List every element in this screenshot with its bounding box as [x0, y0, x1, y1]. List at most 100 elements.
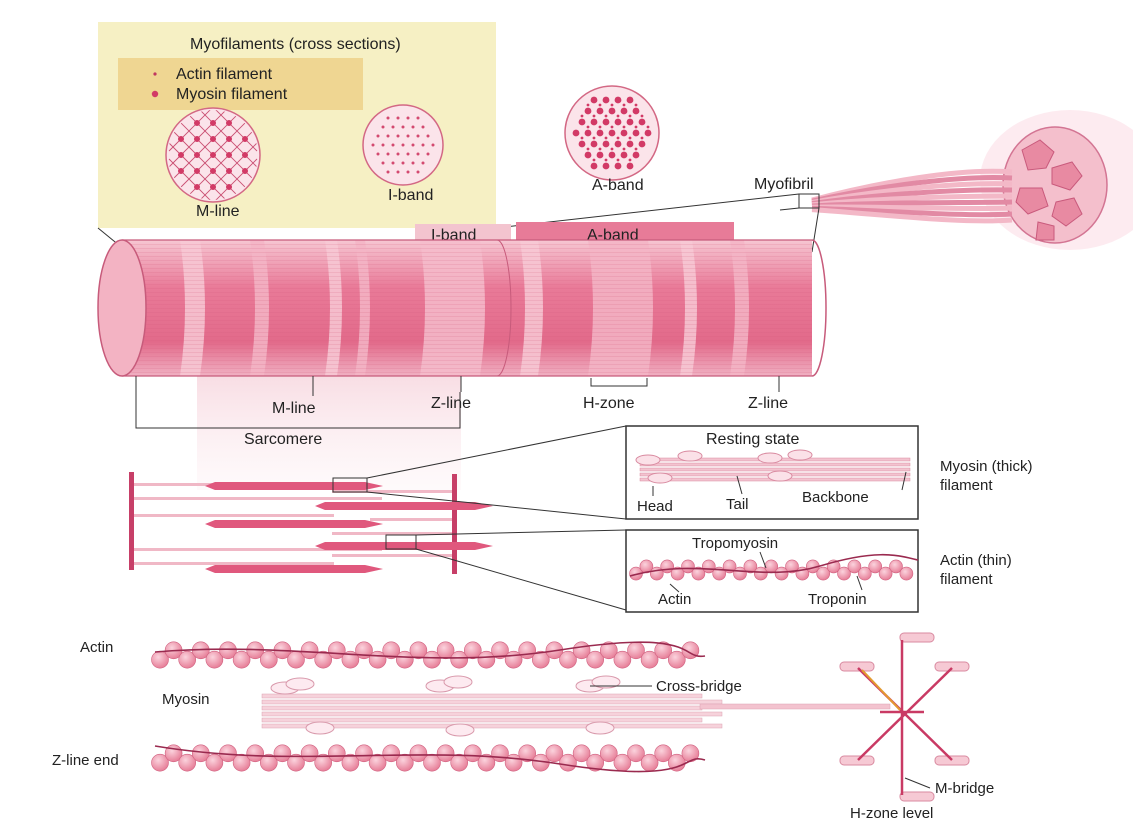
- myofibril-label: Myofibril: [754, 176, 814, 193]
- myosin-head: [788, 450, 812, 460]
- myosin-dot: [178, 152, 184, 158]
- actin-dot: [397, 153, 400, 156]
- actin-dot: [377, 135, 380, 138]
- actin-dot: [605, 115, 608, 118]
- actin-dot: [387, 153, 390, 156]
- myosin-dot: [585, 108, 592, 115]
- resting-state-panel: Resting state Head Tail Backbone: [626, 426, 918, 519]
- actin-dot: [611, 148, 614, 151]
- thick-filament: [205, 565, 383, 573]
- actin-dot: [417, 171, 420, 174]
- actin-dot: [617, 159, 620, 162]
- myosin-dot: [585, 130, 592, 137]
- myosin-dot: [226, 136, 232, 142]
- actin-dot: [387, 171, 390, 174]
- h-zone-level-label: H-zone level: [850, 805, 933, 822]
- myosin-dot: [603, 97, 610, 104]
- z-line-left-label: Z-line: [431, 395, 471, 412]
- myosin-dot: [591, 97, 598, 104]
- resting-state-title: Resting state: [706, 431, 799, 448]
- m-bridge-cap: [900, 792, 934, 801]
- myosin-rod: [262, 712, 722, 716]
- thick-filament: [315, 502, 493, 510]
- actin-dot: [417, 153, 420, 156]
- filament-detail-view: [152, 633, 970, 801]
- myosin-dot: [210, 184, 216, 190]
- myosin-dot: [226, 120, 232, 126]
- m-bridge-cap: [840, 756, 874, 765]
- actin-dot: [623, 104, 626, 107]
- actin-dot: [605, 137, 608, 140]
- myosin-dot: [633, 108, 640, 115]
- actin-dot: [382, 162, 385, 165]
- actin-dot: [412, 144, 415, 147]
- myosin-head: [636, 455, 660, 465]
- actin-dot: [387, 117, 390, 120]
- actin-dot: [422, 162, 425, 165]
- myosin-dot: [597, 130, 604, 137]
- actin-dot: [417, 135, 420, 138]
- actin-dot: [599, 148, 602, 151]
- z-line-right-label: Z-line: [748, 395, 788, 412]
- myosin-dot: [226, 152, 232, 158]
- bottom-myosin-label: Myosin: [162, 691, 210, 708]
- cross-bridge-head: [444, 676, 472, 688]
- actin-dot: [599, 126, 602, 129]
- myosin-head: [768, 471, 792, 481]
- myosin-legend-dot: [152, 91, 158, 97]
- myosin-dot: [633, 152, 640, 159]
- myosin-backbone: [700, 704, 890, 709]
- myosin-dot: [210, 152, 216, 158]
- thin-filament-panel: Tropomyosin Actin Troponin: [626, 530, 918, 612]
- myosin-dot: [615, 163, 622, 170]
- myosin-dot: [609, 108, 616, 115]
- cross-bridge-head: [446, 724, 474, 736]
- actin-dot: [427, 153, 430, 156]
- m-bridge-cap: [900, 633, 934, 642]
- myosin-dot: [178, 168, 184, 174]
- a-band-cross-section: [565, 86, 659, 180]
- myosin-dot: [597, 108, 604, 115]
- actin-dot: [641, 115, 644, 118]
- myosin-dot: [579, 119, 586, 126]
- myosin-dot: [242, 168, 248, 174]
- myosin-head: [758, 453, 782, 463]
- actin-dot: [581, 115, 584, 118]
- myosin-dot: [210, 136, 216, 142]
- sarcomere-label: Sarcomere: [244, 431, 322, 448]
- myosin-dot: [645, 130, 652, 137]
- actin-dot: [641, 137, 644, 140]
- actin-dot: [422, 126, 425, 129]
- myosin-dot: [609, 152, 616, 159]
- actin-thin-label-2: filament: [940, 571, 993, 588]
- legend-actin-label: Actin filament: [176, 66, 273, 83]
- legend-title: Myofilaments (cross sections): [190, 36, 401, 53]
- myosin-dot: [242, 136, 248, 142]
- actin-dot: [382, 126, 385, 129]
- myosin-dot: [633, 130, 640, 137]
- head-label: Head: [637, 498, 673, 515]
- cross-section-panel: Myofilaments (cross sections) Actin fila…: [98, 22, 659, 247]
- myosin-head: [648, 473, 672, 483]
- actin-dot: [587, 104, 590, 107]
- myosin-dot: [615, 141, 622, 148]
- cross-bridge-head: [586, 722, 614, 734]
- actin-dot: [432, 144, 435, 147]
- actin-dot: [587, 148, 590, 151]
- thin-filament: [134, 562, 334, 565]
- actin-dot: [412, 126, 415, 129]
- muscle-bundle: [812, 110, 1133, 250]
- actin-dot: [629, 159, 632, 162]
- myosin-dot: [627, 119, 634, 126]
- myosin-dot: [194, 184, 200, 190]
- actin-dot: [372, 144, 375, 147]
- h-zone-label: H-zone: [583, 395, 635, 412]
- m-line-label: M-line: [272, 400, 316, 417]
- actin-dot: [397, 171, 400, 174]
- actin-bead: [900, 567, 913, 580]
- actin-dot: [623, 148, 626, 151]
- myosin-dot: [579, 141, 586, 148]
- myosin-dot: [639, 141, 646, 148]
- actin-dot: [407, 171, 410, 174]
- myofibril-cylinder: [98, 240, 826, 376]
